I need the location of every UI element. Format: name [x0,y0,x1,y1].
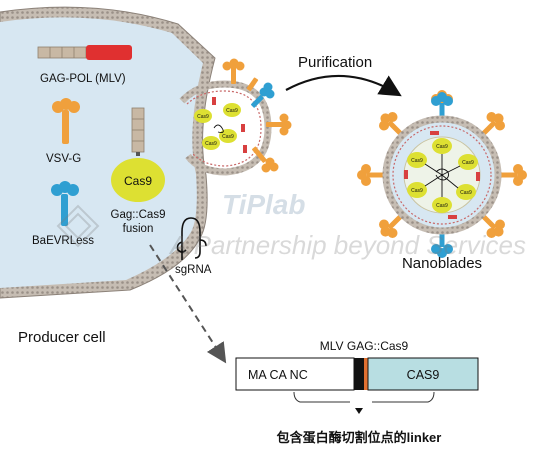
nanoblade-particle: Cas9 Cas9 Cas9 Cas9 Cas9 Cas9 [357,90,527,258]
nanoblade-cas9-mark: Cas9 [411,188,423,194]
linker-pointer-icon [355,408,363,414]
producer-cell-label: Producer cell [18,329,106,346]
nanoblade-cas9-mark: Cas9 [436,203,448,209]
cleavage-site-mark [364,358,368,390]
gagpol-label: GAG-POL (MLV) [40,73,126,85]
budding-cas9-mark: Cas9 [205,141,217,147]
nanoblade-cas9-mark: Cas9 [462,160,474,166]
cas9-label: Cas9 [124,174,152,188]
baevrless-icon [51,181,79,226]
budding-cas9-mark: Cas9 [222,134,234,140]
watermark-brand: TiPlab [222,189,306,220]
linker-callout-bracket [293,391,435,403]
cell-cytoplasm [0,17,203,288]
linker-note: 包含蛋白酶切割位点的linker [277,430,442,445]
nanoblade-cas9-mark: Cas9 [411,158,423,164]
gag-cas9-label-line1: Gag::Cas9 [111,209,166,221]
budding-cas9-mark: Cas9 [226,108,238,114]
purification-label: Purification [298,54,372,71]
cas9-protein [111,158,165,202]
tiplab-logo-icon [56,204,100,248]
nanoblade-cas9-mark: Cas9 [436,144,448,150]
vsvg-label: VSV-G [46,153,81,165]
nanoblades-label: Nanoblades [402,255,482,272]
nanoblade-cas9-mark: Cas9 [460,190,472,196]
cas9-segment-label: CAS9 [407,368,440,382]
gag-segment-label: MA CA NC [248,368,308,382]
budding-cas9-mark: Cas9 [197,114,209,120]
producer-cell [0,6,216,299]
linker-segment [354,358,364,390]
construct-map [235,357,479,391]
gag-cas9-fusion-icon [111,107,165,202]
tiplab-watermark: TiPlab A Partnership beyond Services [56,189,526,260]
gag-cas9-label-line2: fusion [123,223,154,235]
watermark-tagline: A Partnership beyond Services [168,230,526,260]
purification-arrow [285,74,402,97]
baevrless-label: BaEVRLess [32,235,94,247]
gag-segment [235,357,355,391]
dashed-pointer-arrow [149,244,227,364]
budding-particle: Cas9 Cas9 Cas9 Cas9 [179,58,292,176]
vsvg-icon [52,98,80,144]
construct-title: MLV GAG::Cas9 [320,339,409,353]
cas9-segment [367,357,479,391]
sgrna-label: sgRNA [175,264,212,276]
gagpol-icon [37,45,132,60]
sgrna-icon [176,217,207,260]
